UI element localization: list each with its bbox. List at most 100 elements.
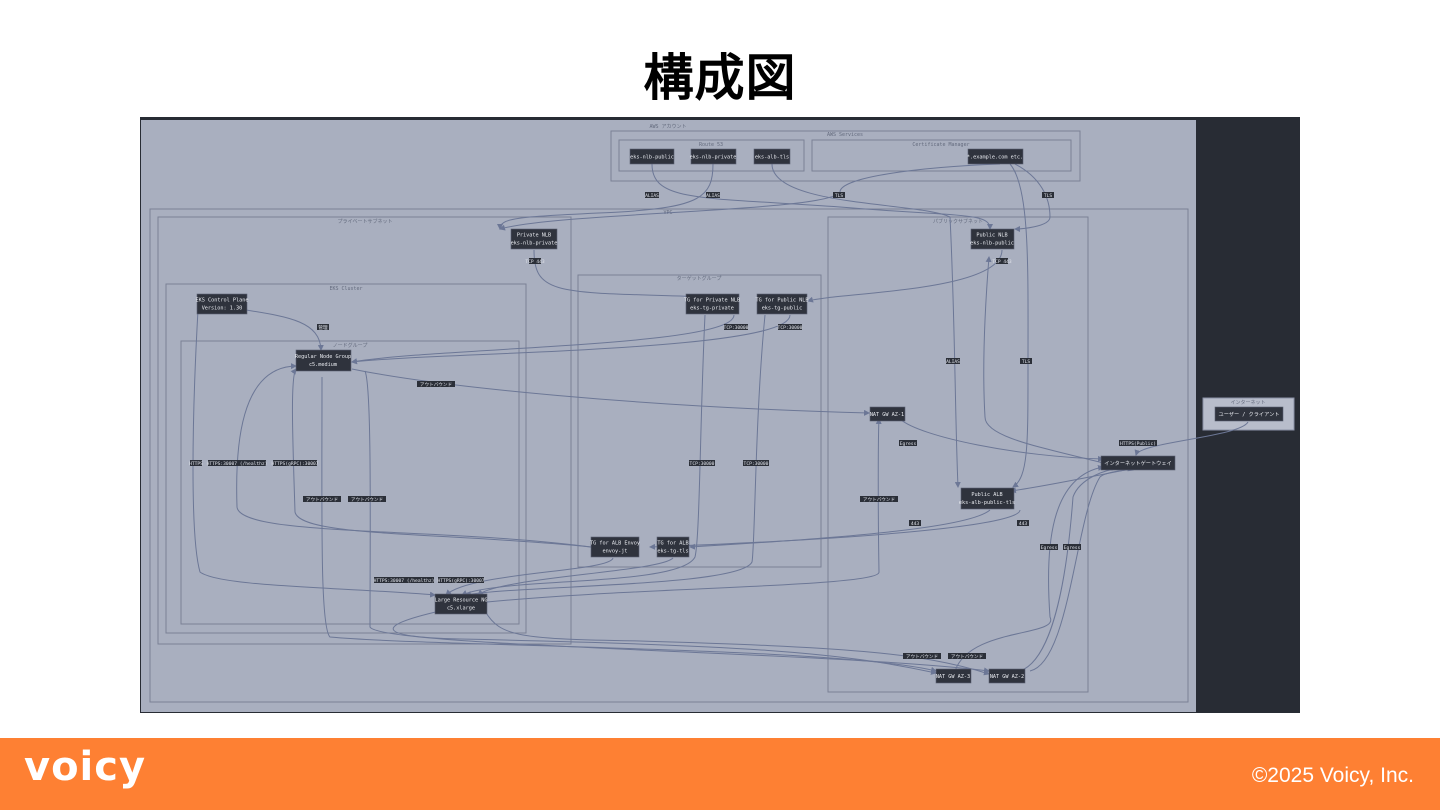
svg-text:EKS Control Plane: EKS Control Plane [195, 298, 248, 304]
edge-label: TCP:30000 [689, 460, 715, 467]
svg-text:インターネットゲートウェイ: インターネットゲートウェイ [1104, 459, 1171, 467]
svg-text:TCP 443: TCP 443 [992, 259, 1012, 265]
svg-text:TG for ALB: TG for ALB [657, 541, 688, 547]
svg-text:*.example.com etc.: *.example.com etc. [967, 155, 1023, 161]
edge-label: HTTPS:30007 (/healthz) [207, 460, 268, 467]
edge-label: HTTPS:30007 (/healthz) [374, 577, 434, 584]
edge-label: アウトバウンド [348, 496, 386, 503]
group-route53: Route 53 [618, 139, 805, 172]
svg-text:プライベートサブネット: プライベートサブネット [337, 218, 392, 225]
svg-text:TCP:30000: TCP:30000 [690, 461, 715, 467]
node-internet-gateway: インターネットゲートウェイ [1100, 455, 1176, 471]
page-title: 構成図 [643, 49, 797, 107]
edge-label: 管理 [317, 324, 329, 331]
svg-text:HTTPS(Public): HTTPS(Public) [1120, 441, 1156, 447]
edge-nat3-igw [954, 464, 1104, 672]
node-certificate: *.example.com etc. [967, 148, 1024, 165]
svg-text:NAT GW AZ-1: NAT GW AZ-1 [870, 412, 904, 418]
edge-igw-publicalb [1010, 469, 1126, 494]
edge-label: アウトバウンド [860, 496, 898, 503]
svg-text:HTTPS:30007 (/healthz): HTTPS:30007 (/healthz) [207, 461, 268, 467]
svg-text:アウトバウンド: アウトバウンド [420, 381, 452, 388]
edge-label: TCP:30000 [778, 324, 803, 331]
group-node-group: ノードグループ [180, 340, 520, 625]
svg-text:NAT GW AZ-3: NAT GW AZ-3 [936, 674, 970, 680]
edge-r53private-privatenlb [497, 163, 714, 230]
svg-text:eks-alb-public-tls: eks-alb-public-tls [959, 500, 1015, 506]
edge-nat2-igw [1019, 465, 1113, 672]
svg-text:NAT GW AZ-2: NAT GW AZ-2 [990, 674, 1024, 680]
svg-text:Regular Node Group: Regular Node Group [295, 354, 351, 360]
svg-text:HTTPS(gRPC):30007: HTTPS(gRPC):30007 [271, 461, 318, 467]
svg-text:アウトバウンド: アウトバウンド [951, 653, 983, 660]
node-regular-node-group: Regular Node Group c5.medium [295, 349, 352, 372]
node-nat-gw-az3: NAT GW AZ-3 [935, 668, 972, 684]
node-public-nlb: Public NLB eks-nlb-public [970, 228, 1015, 250]
svg-text:HTTPS: HTTPS [189, 461, 203, 467]
group-certificate-manager: Certificate Manager [811, 139, 1072, 172]
edge-r53alb-publicalb [771, 163, 961, 488]
edge-publicalb-envoy [649, 509, 1021, 550]
svg-text:ターゲットグループ: ターゲットグループ [677, 275, 722, 282]
edge-label: HTTPS(gRPC):30007 [271, 460, 319, 467]
edge-label: TLS [1020, 358, 1032, 365]
svg-text:Large Resource NG: Large Resource NG [434, 598, 487, 604]
svg-text:TG for Private NLB: TG for Private NLB [684, 298, 740, 304]
svg-text:TG for Public NLB: TG for Public NLB [755, 298, 808, 304]
edge-envoy-regular-2 [290, 368, 592, 548]
node-large-resource-ng: Large Resource NG c5.xlarge [434, 593, 488, 615]
svg-text:Egress: Egress [1041, 545, 1058, 551]
svg-text:ノードグループ: ノードグループ [333, 342, 368, 349]
edge-large-nat1 [486, 418, 882, 603]
node-eks-control-plane: EKS Control Plane Version: 1.30 [195, 293, 249, 315]
svg-text:Public ALB: Public ALB [971, 492, 1002, 498]
svg-text:アウトバウンド: アウトバウンド [863, 496, 895, 503]
svg-text:HTTPS(gRPC):30007: HTTPS(gRPC):30007 [437, 578, 484, 584]
svg-text:TCP 443: TCP 443 [525, 259, 545, 265]
edge-label: Egress [1040, 544, 1058, 551]
node-r53-alb: eks-alb-tls [753, 148, 791, 165]
edge-regular-nat1 [351, 368, 870, 416]
svg-text:TLS: TLS [1044, 193, 1053, 199]
node-r53-public: eks-nlb-public [629, 148, 675, 165]
node-user-client: ユーザー / クライアント [1214, 406, 1284, 422]
edge-label: HTTPS [189, 460, 203, 467]
svg-text:443: 443 [911, 521, 920, 527]
svg-text:eks-nlb-public: eks-nlb-public [970, 241, 1014, 247]
architecture-diagram: AWS アカウント Route 53 AWS Services Certific… [140, 117, 1300, 713]
edge-label: アウトバウンド [417, 381, 455, 388]
node-tg-private: TG for Private NLB eks-tg-private [684, 293, 740, 315]
edge-labels: ALIAS ALIAS TLS TLS TCP 443 TCP 443 TCP:… [189, 192, 1157, 660]
node-tg-alb-envoy: TG for ALB Envoy envoy-jt [590, 536, 640, 558]
group-eks-cluster: EKS Cluster [165, 283, 527, 634]
edge-large-nat2 [484, 610, 990, 676]
edge-igw-publicnlb [983, 256, 1104, 464]
edge-label: 443 [909, 520, 921, 527]
svg-text:443: 443 [1019, 521, 1028, 527]
svg-text:TLS: TLS [1022, 359, 1031, 365]
svg-text:AWS Services: AWS Services [827, 132, 863, 138]
edge-label: TCP 443 [992, 258, 1012, 265]
svg-text:eks-nlb-private: eks-nlb-private [511, 241, 558, 247]
svg-text:TCP:30000: TCP:30000 [778, 325, 803, 331]
svg-text:TG for ALB Envoy: TG for ALB Envoy [590, 541, 640, 547]
node-nat-gw-az1: NAT GW AZ-1 [869, 406, 906, 422]
svg-text:Private NLB: Private NLB [517, 233, 551, 239]
edge-tgpublic-large [465, 314, 766, 598]
svg-text:インターネット: インターネット [1230, 399, 1265, 406]
svg-text:アウトバウンド: アウトバウンド [351, 496, 383, 503]
group-private-subnet: プライベートサブネット [157, 216, 572, 645]
edge-cert-privatenlb [499, 163, 1001, 231]
diagram-canvas [141, 120, 1196, 712]
svg-text:eks-tg-private: eks-tg-private [690, 306, 734, 312]
svg-text:アウトバウンド: アウトバウンド [906, 653, 938, 660]
svg-text:c5.xlarge: c5.xlarge [447, 606, 475, 612]
svg-text:envoy-jt: envoy-jt [603, 549, 628, 555]
svg-text:Certificate Manager: Certificate Manager [912, 142, 969, 148]
edge-privatenlb-tgprivate [533, 249, 712, 300]
svg-text:管理: 管理 [318, 324, 328, 331]
node-private-nlb: Private NLB eks-nlb-private [511, 228, 558, 250]
edge-user-igw [1134, 421, 1249, 456]
edge-cert-publicalb [1009, 163, 1029, 488]
node-tg-public: TG for Public NLB eks-tg-public [755, 293, 809, 315]
